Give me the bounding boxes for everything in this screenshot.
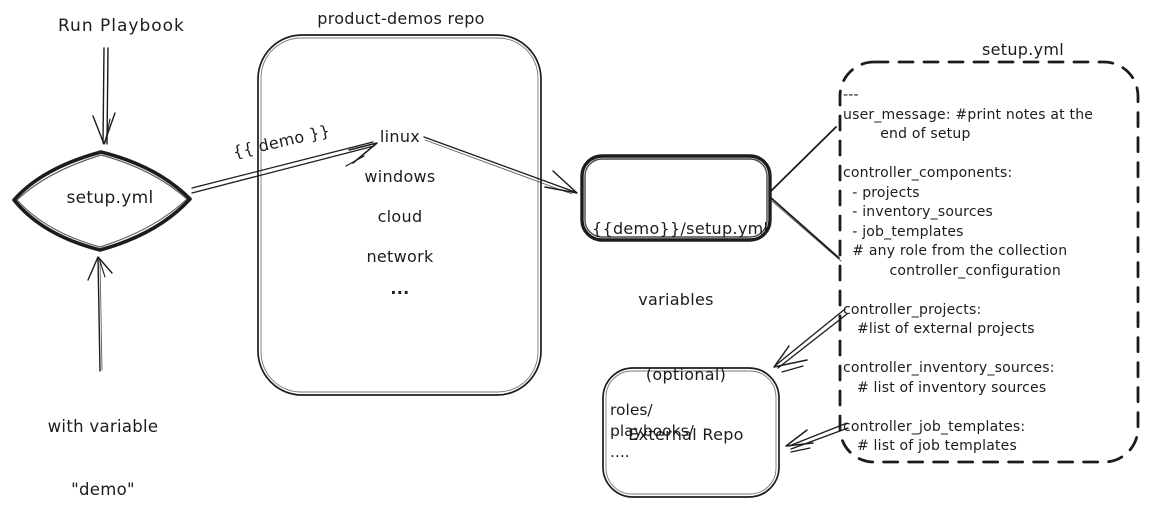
with-variable-line2: "demo" bbox=[71, 480, 135, 499]
yaml-line: controller_configuration bbox=[843, 262, 1061, 279]
setup-yml-content: --- user_message: #print notes at the en… bbox=[843, 86, 1093, 457]
repo-item-cloud: cloud bbox=[377, 207, 423, 226]
demo-arrow bbox=[191, 141, 378, 194]
yaml-line: --- bbox=[843, 87, 859, 103]
product-demos-repo-title: product-demos repo bbox=[317, 9, 485, 28]
product-demos-box-shape bbox=[257, 34, 542, 396]
yaml-line: user_message: #print notes at the bbox=[843, 106, 1094, 123]
yaml-line: - inventory_sources bbox=[843, 204, 994, 220]
variables-to-setup-connectors bbox=[769, 126, 842, 262]
external-repo-label-line1: (optional) bbox=[645, 365, 727, 384]
yaml-line: controller_job_templates: bbox=[843, 418, 1026, 435]
setup-yml-title: setup.yml bbox=[981, 40, 1065, 59]
with-variable-label: with variable "demo" bbox=[28, 374, 178, 505]
yaml-line bbox=[843, 281, 1093, 301]
variables-box-line1: {{demo}}/setup.yml bbox=[592, 219, 769, 238]
external-repo-label: (optional) External Repo bbox=[606, 325, 766, 485]
setup-diamond-shape bbox=[12, 150, 192, 252]
yaml-line: #list of external projects bbox=[843, 321, 1035, 337]
run-playbook-arrow bbox=[92, 47, 116, 145]
external-repo-line: roles/ bbox=[610, 401, 653, 419]
with-variable-line1: with variable bbox=[47, 417, 159, 436]
projects-to-external-arrow bbox=[773, 308, 848, 373]
repo-item-ellipsis: ... bbox=[390, 279, 410, 298]
yaml-line: # list of job templates bbox=[843, 438, 1017, 454]
repo-item-network: network bbox=[366, 247, 434, 266]
yaml-line: - projects bbox=[843, 184, 920, 201]
variables-box-label: {{demo}}/setup.yml variables bbox=[592, 170, 769, 358]
external-repo-line: playbooks/ bbox=[610, 422, 694, 440]
external-repo-box-shape bbox=[602, 367, 780, 498]
yaml-line bbox=[843, 340, 1093, 360]
yaml-line: controller_inventory_sources: bbox=[843, 360, 1055, 376]
external-repo-line: .... bbox=[610, 443, 630, 461]
repo-item-windows: windows bbox=[364, 167, 436, 186]
yaml-line: # any role from the collection bbox=[843, 243, 1068, 259]
repo-item-linux: linux bbox=[379, 127, 421, 146]
yaml-line: controller_projects: bbox=[843, 301, 982, 318]
yaml-line: - job_templates bbox=[843, 223, 964, 240]
setup-yml-diamond-label: setup.yml bbox=[66, 188, 154, 208]
yaml-line bbox=[843, 398, 1093, 418]
yaml-line: controller_components: bbox=[843, 165, 1013, 181]
external-repo-label-line2: External Repo bbox=[628, 425, 744, 444]
variables-box-line2: variables bbox=[638, 289, 714, 309]
external-repo-content: roles/ playbooks/ .... bbox=[610, 400, 694, 463]
with-variable-arrow bbox=[87, 256, 113, 372]
run-playbook-label: Run Playbook bbox=[58, 16, 185, 36]
linux-to-variables-arrow bbox=[423, 136, 578, 195]
setup-yml-dashed-box-shape bbox=[838, 60, 1140, 464]
yaml-line: end of setup bbox=[843, 126, 971, 142]
job-templates-to-external-arrow bbox=[785, 422, 849, 453]
yaml-line bbox=[843, 145, 1093, 165]
yaml-line: # list of inventory sources bbox=[843, 379, 1047, 396]
